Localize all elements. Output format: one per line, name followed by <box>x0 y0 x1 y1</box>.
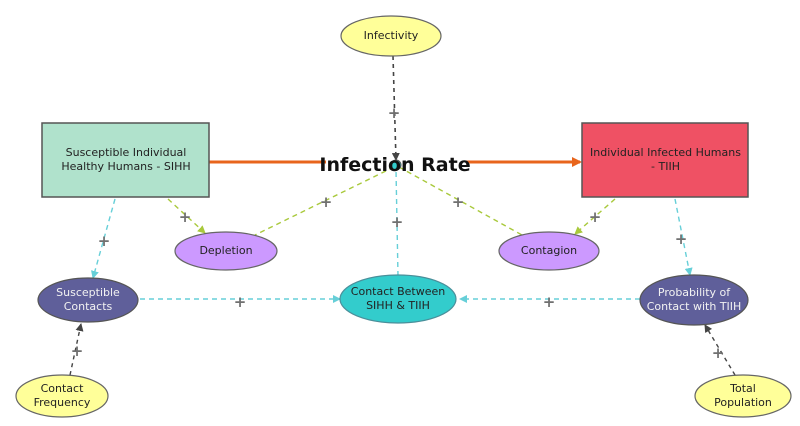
link-rate-to-depletion <box>254 166 395 236</box>
aux-depletion <box>174 231 278 271</box>
polarity-infectivity: + <box>387 104 401 122</box>
polarity-probability-contact: + <box>542 293 556 311</box>
link-population-to-probability <box>704 324 736 376</box>
polarity-sihh-depletion: + <box>178 208 192 226</box>
polarity-frequency: + <box>70 342 84 360</box>
link-sihh-to-susceptible <box>91 198 116 279</box>
aux-total-population <box>694 374 792 418</box>
total-population-label: Total Population <box>714 382 772 409</box>
aux-contagion <box>498 231 600 271</box>
link-frequency-to-susceptible <box>69 323 84 376</box>
polarity-susceptible-contact: + <box>233 293 247 311</box>
polarity-tiih-contagion: + <box>588 208 602 226</box>
susceptible-contacts-label: Susceptible Contacts <box>56 286 120 313</box>
stock-tiih <box>581 122 749 198</box>
probability-contact-label: Probability of Contact with TIIH <box>646 286 742 313</box>
polarity-sihh-susceptible: + <box>97 232 111 250</box>
sihh-label: Susceptible Individual Healthy Humans - … <box>61 146 191 173</box>
depletion-label: Depletion <box>199 244 253 257</box>
link-rate-to-contagion <box>398 166 523 236</box>
polarity-rate-contagion: + <box>451 193 465 211</box>
polarity-population: + <box>711 344 725 362</box>
flow-title-infection-rate: Infection Rate <box>319 154 471 176</box>
aux-infectivity <box>340 15 442 57</box>
polarity-tiih-probability: + <box>674 230 688 248</box>
tiih-label: Individual Infected Humans - TIIH <box>590 146 741 173</box>
aux-contact-between <box>339 274 457 324</box>
aux-susceptible-contacts <box>37 277 139 323</box>
polarity-rate-depletion: + <box>319 193 333 211</box>
infectivity-label: Infectivity <box>363 29 419 42</box>
contagion-label: Contagion <box>520 244 578 257</box>
aux-probability-contact <box>639 274 749 326</box>
link-infectivity-to-rate <box>391 55 400 161</box>
polarity-contact-rate: + <box>390 213 404 231</box>
flow-valve <box>390 159 402 171</box>
contact-frequency-label: Contact Frequency <box>33 382 91 409</box>
aux-contact-frequency <box>15 374 109 418</box>
stock-sihh <box>41 122 210 198</box>
link-tiih-to-probability <box>674 198 693 276</box>
contact-between-label: Contact Between SIHH & TIIH <box>350 285 446 312</box>
